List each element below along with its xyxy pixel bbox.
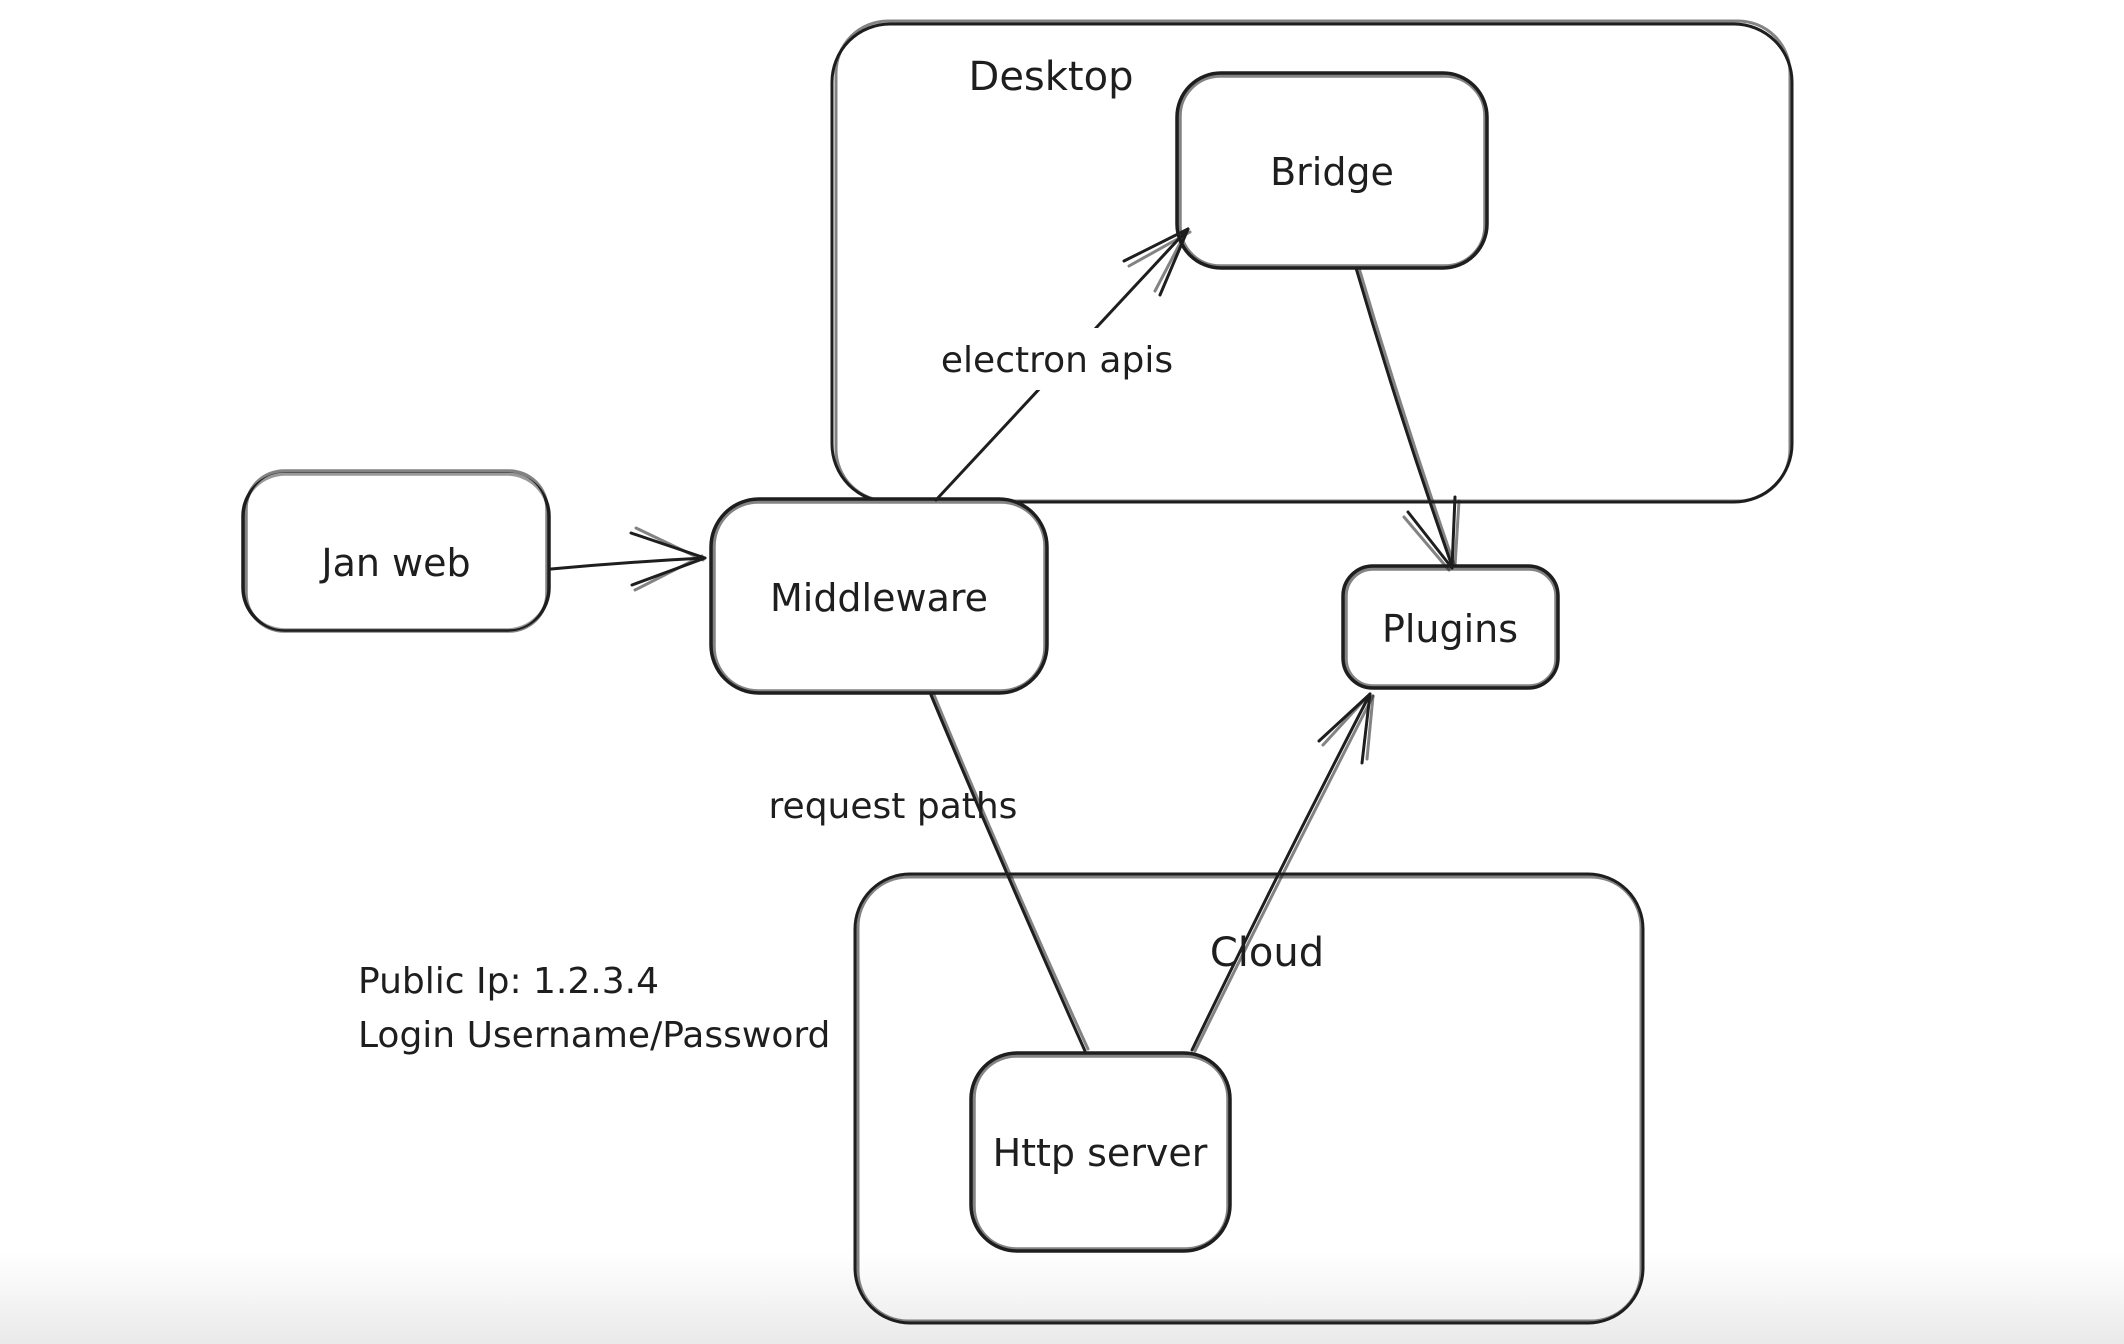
arrowhead-wing-a-sketch: [1365, 694, 1375, 761]
arrow-http-server-to-plugins[interactable]: [1190, 692, 1375, 1053]
arrowhead-wing-b: [1122, 227, 1190, 263]
edge-label-backing: [926, 328, 1188, 390]
edge-label-electron-apis[interactable]: electron apis: [926, 328, 1188, 390]
middleware-label: Middleware: [770, 576, 988, 620]
node-plugins[interactable]: [1341, 564, 1560, 690]
cloud-frame: [853, 872, 1645, 1325]
annotation-credentials[interactable]: Public Ip: 1.2.3.4 Login Username/Passwo…: [358, 961, 830, 1056]
arrowhead-wing-b-sketch: [1453, 499, 1461, 568]
arrow-shaft-sketch: [1193, 694, 1375, 1053]
arrowhead-wing-a-sketch: [1153, 230, 1188, 293]
jan-web-label: Jan web: [319, 541, 470, 585]
arrow-bridge-to-plugins[interactable]: [1354, 266, 1461, 572]
container-desktop[interactable]: [830, 19, 1794, 504]
plugins-label: Plugins: [1382, 607, 1518, 651]
arrowhead-wing-a: [1406, 510, 1454, 570]
arrowhead-lower-wing-sketch: [633, 554, 704, 592]
node-bridge[interactable]: [1175, 71, 1489, 270]
middleware-box-sketch-pass: [712, 500, 1047, 693]
arrow-jan-web-to-middleware[interactable]: [549, 526, 707, 592]
cloud-label: Cloud: [1210, 930, 1324, 976]
desktop-frame-sketch-pass: [834, 19, 1792, 503]
node-http-server[interactable]: [969, 1051, 1232, 1253]
arrowhead-wing-a-sketch: [1402, 515, 1451, 572]
arrow-shaft: [1354, 266, 1454, 568]
arrow-shaft: [1190, 692, 1372, 1052]
annotation-login: Login Username/Password: [358, 1015, 830, 1056]
edge-label-text: electron apis: [941, 340, 1173, 381]
bottom-fade: [0, 1252, 2124, 1344]
bridge-label: Bridge: [1270, 150, 1394, 194]
annotation-public-ip: Public Ip: 1.2.3.4: [358, 961, 659, 1002]
line-shaft: [929, 693, 1087, 1053]
arrowhead-wing-b: [1450, 495, 1457, 570]
node-jan-web[interactable]: [241, 469, 551, 633]
arrow-shaft: [549, 556, 706, 571]
desktop-label: Desktop: [969, 54, 1134, 100]
node-middleware[interactable]: [709, 497, 1049, 695]
arrowhead-wing-b-sketch: [1321, 695, 1369, 747]
arrowhead-wing-b-sketch: [1127, 230, 1192, 268]
http-server-box-sketch-pass: [972, 1054, 1230, 1251]
bridge-box-sketch-pass: [1178, 74, 1487, 268]
arrowhead-upper-wing-sketch: [634, 526, 705, 562]
cloud-frame-sketch-pass: [856, 875, 1643, 1323]
jan-web-box-sketch-pass: [244, 469, 549, 633]
arrowhead-wing-a: [1360, 692, 1372, 765]
http-server-label: Http server: [993, 1131, 1208, 1175]
arrow-shaft-sketch: [1357, 266, 1456, 566]
container-cloud[interactable]: [853, 872, 1645, 1325]
line-middleware-to-http-server[interactable]: [929, 693, 1090, 1053]
line-shaft-sketch: [932, 693, 1090, 1051]
